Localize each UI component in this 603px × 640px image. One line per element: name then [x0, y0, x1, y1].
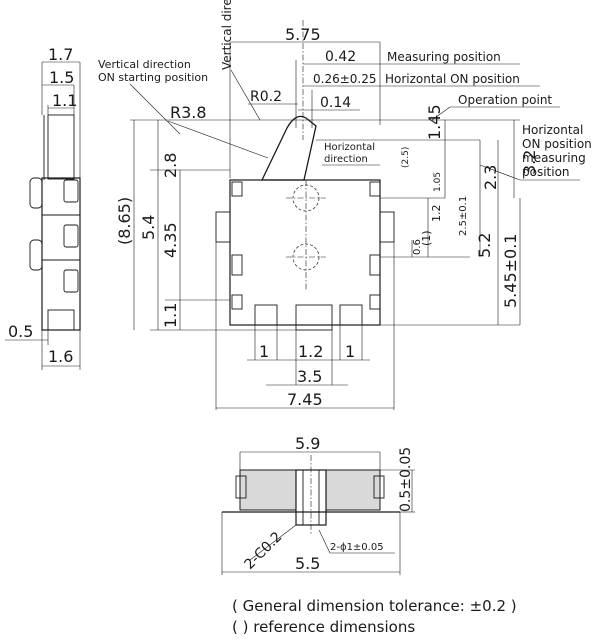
dim-pin-1-left: 1	[259, 342, 269, 361]
actuator-lever	[260, 115, 317, 181]
label-hon-measuring-4: position	[522, 165, 570, 179]
dim-1-7: 1.7	[48, 45, 73, 64]
dim-5-2: 5.2	[475, 233, 494, 258]
dim-5-9: 5.9	[295, 434, 320, 453]
dim-1-1-front: 1.1	[161, 303, 180, 328]
label-hon-measuring-2: ON position	[522, 137, 592, 151]
front-view: 5.75 0.42 0.26±0.25 0.14 R0.2 R3.8 Verti…	[98, 0, 592, 410]
dim-0-42: 0.42	[325, 49, 356, 65]
dim-1-ref: (1)	[420, 230, 433, 246]
dim-1-05: 1.05	[433, 172, 443, 192]
dim-0-5-005: 0.5±0.05	[398, 447, 414, 512]
label-hon-measuring-3: measuring	[522, 151, 586, 165]
label-horizontal-direction-1: Horizontal	[324, 142, 375, 153]
dim-3-5: 3.5	[297, 367, 322, 386]
dim-7-45: 7.45	[287, 390, 323, 409]
dim-holes: 2-ϕ1±0.05	[330, 542, 384, 553]
side-view: 1.7 1.5 1.1 0.5 1.6	[5, 45, 81, 370]
dim-1-5: 1.5	[49, 68, 74, 87]
note-tolerance: ( General dimension tolerance: ±0.2 )	[232, 597, 517, 615]
side-lever	[47, 114, 75, 180]
dim-0-14: 0.14	[320, 95, 351, 111]
label-operation-point: Operation point	[458, 93, 552, 107]
dim-3-2: 3.2	[520, 150, 539, 175]
dim-1-1-side: 1.1	[52, 91, 77, 110]
label-vertical-on-start-1: Vertical direction	[98, 58, 191, 71]
label-vertical-direction: Vertical direction	[220, 0, 234, 70]
dim-5-75: 5.75	[285, 25, 321, 44]
dim-5-45: 5.45±0.1	[501, 234, 520, 308]
dim-2-5: 2.5±0.1	[458, 196, 469, 236]
radius-r0-2: R0.2	[250, 89, 282, 105]
dim-1-45: 1.45	[425, 104, 444, 140]
side-body	[41, 177, 81, 331]
dim-1-6: 1.6	[48, 347, 73, 366]
dim-2-3: 2.3	[481, 165, 500, 190]
label-hon-measuring-1: Horizontal	[522, 123, 583, 137]
dim-5-5: 5.5	[295, 554, 320, 573]
label-measuring-position: Measuring position	[387, 50, 501, 64]
dim-2-5-ref: (2.5)	[401, 147, 411, 168]
dim-0-6: 0.6	[412, 239, 423, 255]
front-body	[229, 179, 381, 326]
dim-pin-1-right: 1	[345, 342, 355, 361]
label-vertical-on-start-2: ON starting position	[98, 71, 208, 84]
dim-0-26: 0.26±0.25	[313, 72, 377, 86]
dim-2-8: 2.8	[161, 153, 180, 178]
dim-5-4: 5.4	[139, 215, 158, 240]
dim-8-65: (8.65)	[115, 197, 134, 245]
dim-4-35: 4.35	[161, 222, 180, 258]
dim-1-2-v: 1.2	[430, 205, 443, 223]
dim-pin-1-2: 1.2	[298, 342, 323, 361]
label-horizontal-direction-2: direction	[324, 154, 368, 165]
dim-0-5: 0.5	[8, 322, 33, 341]
bottom-view: 5.9 0.5±0.05 2-C0.2 2-ϕ1±0.05 5.5	[221, 434, 415, 575]
note-reference: ( ) reference dimensions	[232, 618, 415, 636]
label-horizontal-on-position: Horizontal ON position	[385, 72, 520, 86]
radius-r3-8: R3.8	[170, 103, 207, 122]
dim-chamfer: 2-C0.2	[242, 529, 286, 573]
